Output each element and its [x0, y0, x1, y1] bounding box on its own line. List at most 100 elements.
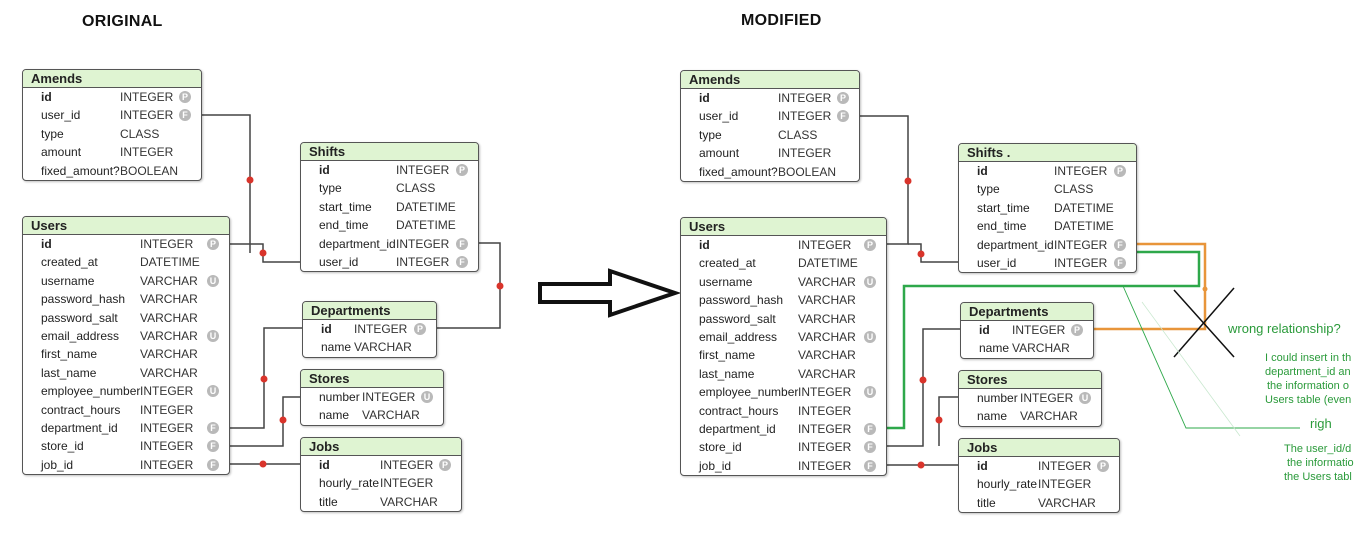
field-type: VARCHAR — [380, 494, 438, 509]
primary-key-icon: P — [864, 239, 876, 251]
field-type: INTEGER — [396, 236, 450, 251]
field-type: INTEGER — [1020, 391, 1074, 405]
dot — [259, 460, 267, 468]
field-name: id — [41, 237, 52, 251]
field-name: username — [699, 274, 753, 289]
field-type: VARCHAR — [1012, 341, 1070, 356]
field-name: user_id — [41, 108, 81, 123]
foreign-key-icon: F — [207, 421, 219, 434]
field-type: VARCHAR — [798, 293, 856, 308]
field-type: INTEGER — [798, 238, 852, 252]
table-header: Departments — [303, 302, 436, 320]
line-amends-users — [200, 114, 251, 253]
field-type: INTEGER — [120, 145, 174, 160]
dot — [279, 416, 287, 424]
unique-key-icon: U — [1079, 392, 1091, 404]
table-header: Stores — [301, 370, 443, 388]
field-type: CLASS — [120, 126, 160, 141]
field-name: employee_number — [699, 385, 799, 400]
modified-dots — [904, 177, 943, 469]
field-name: name — [979, 341, 1010, 356]
field-name: id — [699, 238, 710, 252]
field-type: INTEGER — [798, 440, 852, 455]
field-type: VARCHAR — [140, 347, 198, 362]
field-name: id — [319, 458, 330, 472]
field-type: INTEGER — [778, 146, 832, 161]
orange-dot — [1202, 286, 1208, 292]
field-type: INTEGER — [140, 237, 194, 251]
primary-key-icon: P — [1114, 165, 1126, 177]
field-name: department_id — [977, 237, 1054, 252]
field-type: DATETIME — [798, 256, 858, 271]
foreign-key-icon: F — [179, 109, 191, 122]
field-name: store_id — [41, 439, 84, 454]
field-type: VARCHAR — [798, 311, 856, 326]
field-name: id — [41, 90, 52, 104]
table-header: Stores — [959, 371, 1101, 389]
modified-title: MODIFIED — [741, 12, 822, 29]
primary-key-icon: P — [179, 91, 191, 103]
field-type: VARCHAR — [140, 365, 198, 380]
unique-key-icon: U — [421, 391, 433, 403]
field-type: INTEGER — [362, 390, 416, 404]
field-type: INTEGER — [396, 254, 450, 269]
annotation-note-1-line-2: department_id an — [1265, 366, 1351, 378]
dot — [919, 376, 927, 384]
field-name: created_at — [699, 256, 756, 271]
unique-key-icon: U — [207, 385, 219, 398]
annotation-strokes — [884, 242, 1300, 437]
field-name: user_id — [977, 255, 1017, 270]
field-name: employee_number — [41, 384, 141, 399]
foreign-key-icon: F — [207, 440, 219, 453]
primary-key-icon: P — [207, 238, 219, 250]
field-name: username — [41, 273, 95, 288]
dot — [496, 282, 504, 290]
foreign-key-icon: F — [456, 237, 468, 250]
field-type: INTEGER — [140, 384, 194, 399]
dot — [246, 176, 254, 184]
field-name: department_id — [699, 421, 776, 436]
annotation-note-2-line-1: The user_id/d — [1284, 443, 1352, 455]
field-name: name — [319, 408, 350, 423]
field-name: job_id — [41, 457, 74, 472]
foreign-key-icon: F — [1114, 238, 1126, 251]
dot — [917, 461, 925, 469]
field-type: INTEGER — [798, 458, 852, 473]
table-header: Jobs — [959, 439, 1119, 457]
field-type: CLASS — [1054, 182, 1094, 197]
annotation-note-1-line-3: the information o — [1267, 380, 1349, 392]
annotation-note-2-line-3: the Users tabl — [1284, 471, 1352, 483]
foreign-key-icon: F — [1114, 256, 1126, 269]
dot — [917, 250, 925, 258]
